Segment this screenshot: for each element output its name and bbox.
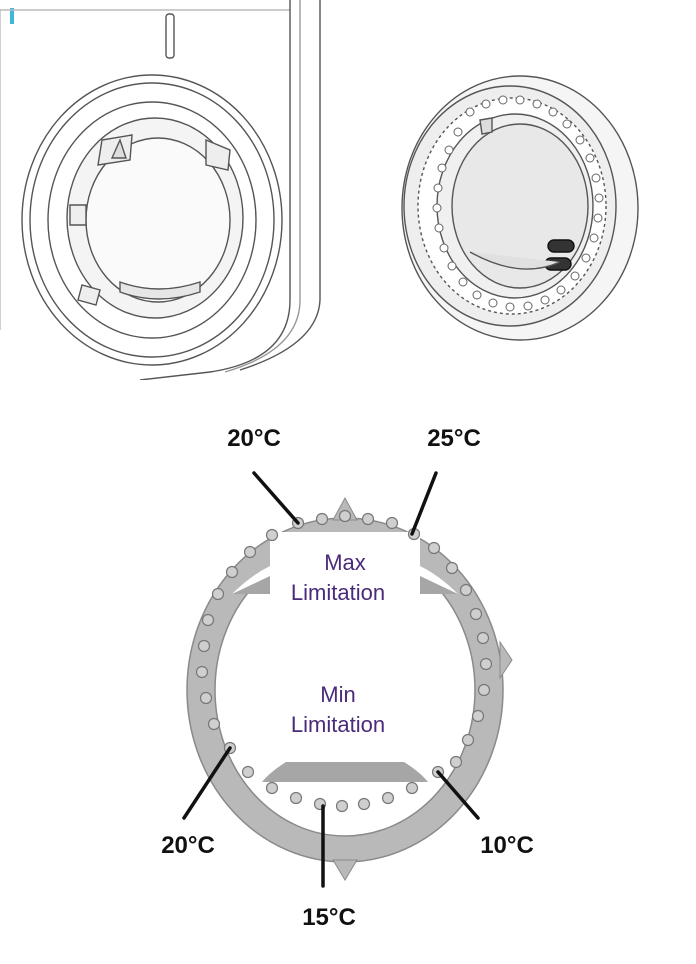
pointer-upper-left <box>254 473 298 523</box>
max-limitation-label-line1: Max <box>324 550 366 575</box>
min-limitation-label-line1: Min <box>320 682 355 707</box>
housing <box>0 0 320 380</box>
pointer-upper-right <box>412 473 436 534</box>
product-illustration <box>0 0 696 380</box>
temp-label-lower-right: 10°C <box>480 832 534 859</box>
bottom-notch <box>333 860 357 880</box>
right-notch <box>500 642 512 678</box>
temp-label-lower-left: 20°C <box>161 832 215 859</box>
max-limitation-label-line2: Limitation <box>291 580 385 605</box>
limit-ring-3d <box>402 76 638 340</box>
min-limitation-label-line2: Limitation <box>291 712 385 737</box>
temp-label-upper-right: 25°C <box>427 425 481 452</box>
min-zone-band <box>262 762 428 782</box>
temp-label-upper-left: 20°C <box>227 425 281 452</box>
temp-label-bottom: 15°C <box>302 904 356 931</box>
limit-ring-diagram: Max Limitation Min Limitation 20°C 25°C … <box>0 380 696 964</box>
